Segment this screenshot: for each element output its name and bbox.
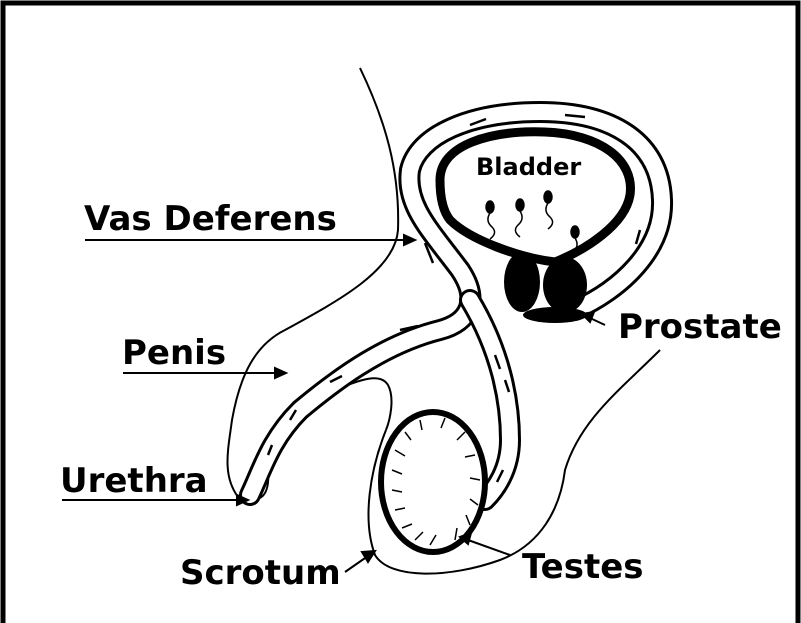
label-vas-deferens: Vas Deferens (84, 199, 337, 239)
label-urethra: Urethra (60, 461, 208, 501)
body-outline (228, 68, 399, 497)
label-penis: Penis (122, 333, 226, 373)
label-testes: Testes (522, 547, 644, 587)
label-bladder: Bladder (476, 153, 581, 181)
testis (381, 412, 485, 552)
label-scrotum: Scrotum (180, 553, 341, 593)
prostate-lobe-right (543, 257, 587, 313)
prostate-lobe-left (504, 252, 540, 312)
label-prostate: Prostate (618, 307, 782, 347)
bladder (440, 132, 630, 262)
prostate-base (523, 307, 587, 323)
